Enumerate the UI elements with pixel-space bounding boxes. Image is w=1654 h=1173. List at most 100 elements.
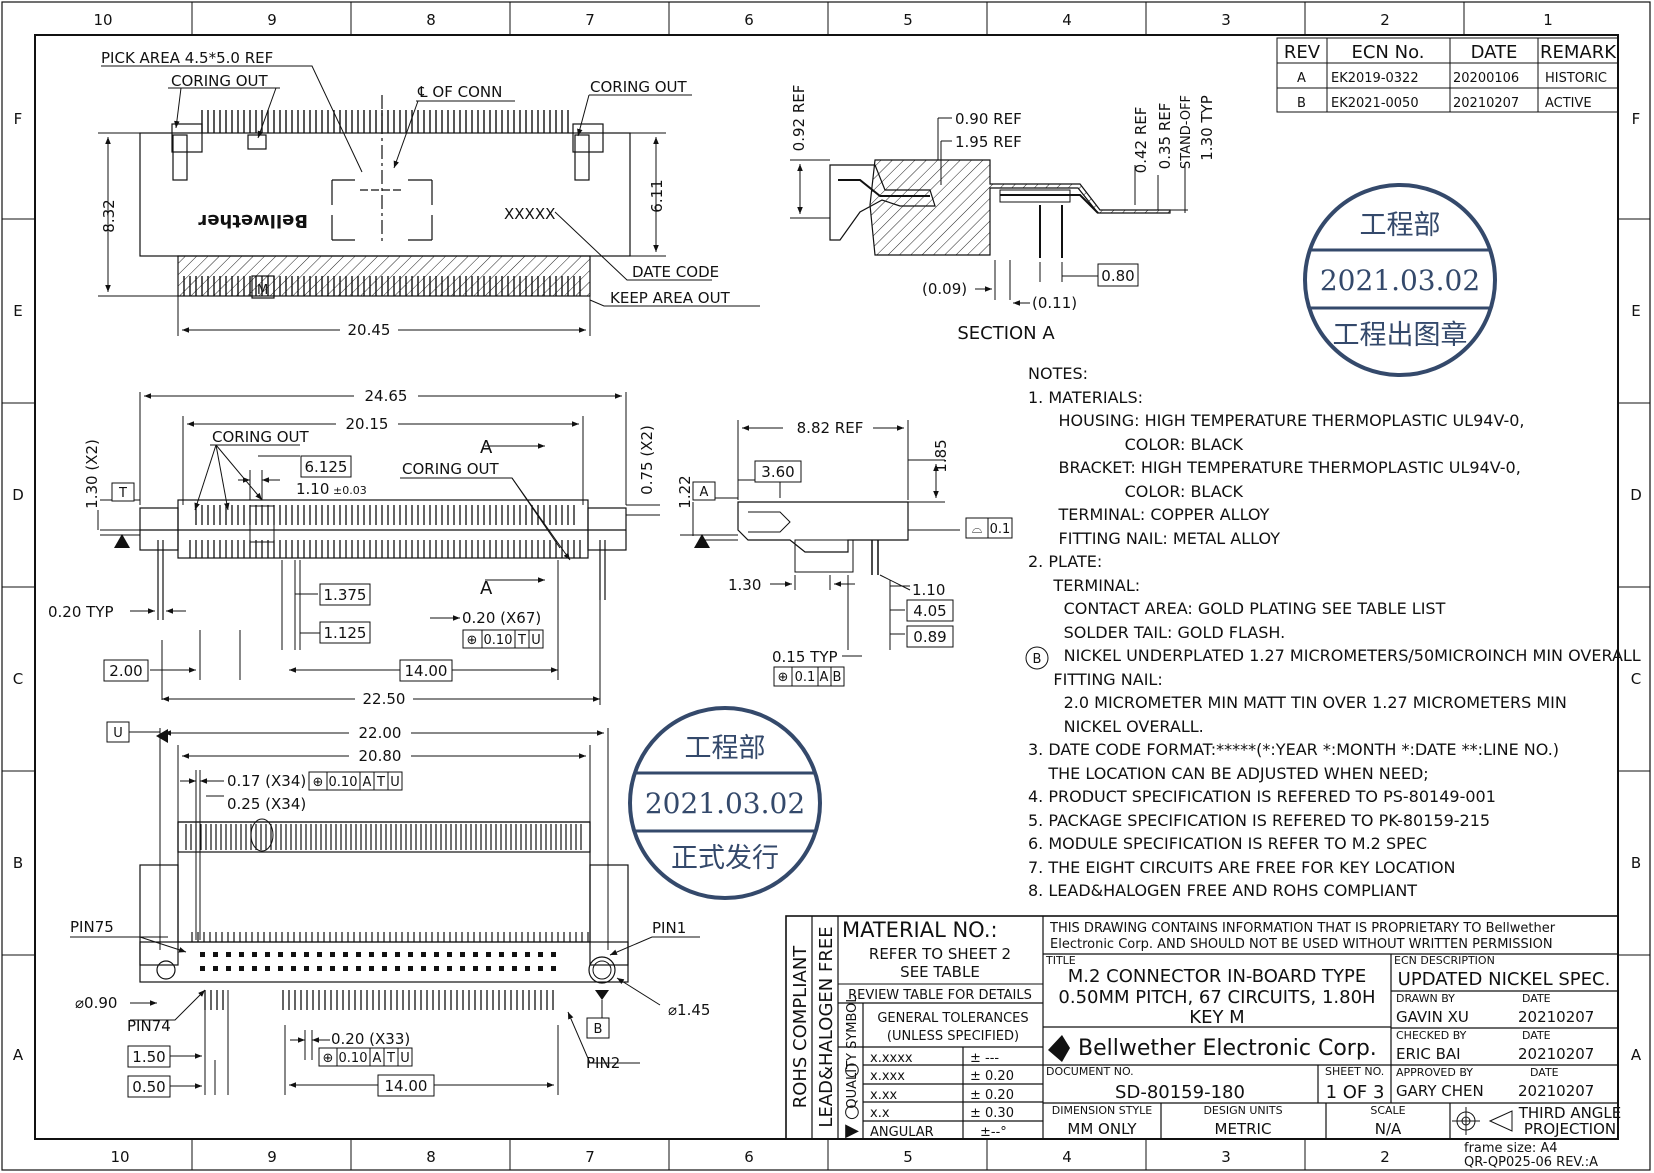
rev-b-marker	[1025, 646, 1049, 670]
solder-pad	[356, 966, 361, 971]
note-line: 7. THE EIGHT CIRCUITS ARE FREE FOR KEY L…	[1028, 857, 1456, 877]
quality-symbols: ○ ○ ▶	[844, 1059, 860, 1141]
dim-195ref: 1.95 REF	[955, 133, 1022, 151]
approved-date-label: DATE	[1530, 1066, 1559, 1079]
doc-no: SD-80159-180	[1115, 1082, 1245, 1103]
dim-style: MM ONLY	[1067, 1120, 1137, 1138]
row-label: D	[12, 486, 24, 504]
checked-by: ERIC BAI	[1396, 1045, 1461, 1063]
pin2-label: PIN2	[586, 1054, 620, 1072]
solder-pad	[512, 966, 517, 971]
note-line: 8. LEAD&HALOGEN FREE AND ROHS COMPLIANT	[1028, 881, 1418, 900]
svg-text:U: U	[400, 1051, 410, 1066]
sheet-no: 1 OF 3	[1326, 1082, 1385, 1103]
solder-pad	[447, 966, 452, 971]
solder-pad	[200, 966, 205, 971]
checked-by-label: CHECKED BY	[1396, 1029, 1467, 1042]
note-line: 2. PLATE:	[1028, 552, 1103, 571]
keep-area-label: KEEP AREA OUT	[610, 289, 731, 307]
note-line: 3. DATE CODE FORMAT:*****(*:YEAR *:MONTH…	[1028, 740, 1560, 759]
col-label: 3	[1221, 11, 1231, 29]
title-line-2: 0.50MM PITCH, 67 CIRCUITS, 1.80H	[1058, 987, 1375, 1008]
solder-pad	[226, 952, 231, 957]
svg-text:工程部: 工程部	[1360, 210, 1441, 241]
stamp-engineering-release: 工程部 2021.03.02 工程出图章	[1303, 183, 1497, 377]
solder-pad	[525, 952, 530, 957]
row-label: C	[1631, 670, 1641, 688]
note-line: SOLDER TAIL: GOLD FLASH.	[1028, 622, 1286, 642]
note-line: 5. PACKAGE SPECIFICATION IS REFERED TO P…	[1028, 810, 1491, 830]
position-fcf: ⊕ 0.1 A B	[773, 666, 845, 687]
housing-outline	[139, 132, 631, 257]
note-line: NOTES:	[1028, 364, 1088, 383]
svg-text:○: ○	[844, 1059, 860, 1080]
row-label: D	[1630, 486, 1642, 504]
dim-020x67: 0.20 (X67)	[462, 609, 541, 627]
solder-pad	[343, 952, 348, 957]
row-label: F	[1632, 110, 1641, 128]
svg-text:U: U	[531, 633, 541, 648]
col-label: 2	[1380, 1148, 1390, 1166]
marking-text: XXXXX	[504, 205, 555, 223]
rev-cell: EK2019-0322	[1331, 71, 1419, 86]
svg-text:⊕: ⊕	[467, 633, 478, 648]
rev-cell: HISTORIC	[1545, 71, 1607, 86]
scale: N/A	[1375, 1120, 1402, 1138]
dim-089: 0.89	[913, 628, 946, 646]
dim-075x2: 0.75 (X2)	[638, 425, 656, 495]
svg-text:T: T	[386, 1051, 395, 1066]
dim-width: 20.45	[348, 321, 391, 339]
note-line: 6. MODULE SPECIFICATION IS REFER TO M.2 …	[1028, 834, 1428, 853]
solder-pad	[499, 966, 504, 971]
title-line-1: M.2 CONNECTOR IN-BOARD TYPE	[1068, 966, 1367, 987]
approved-date: 20210207	[1518, 1082, 1594, 1100]
rev-cell: 20200106	[1453, 71, 1519, 86]
solder-pad	[317, 966, 322, 971]
datum-a: A	[700, 485, 709, 500]
tol-value: ± 0.30	[970, 1106, 1014, 1121]
drawn-date-label: DATE	[1522, 992, 1551, 1005]
note-line: HOUSING: HIGH TEMPERATURE THERMOPLASTIC …	[1028, 411, 1525, 430]
tol-key: ANGULAR	[870, 1125, 934, 1140]
solder-pad	[278, 966, 283, 971]
row-label: E	[13, 302, 22, 320]
col-label: 4	[1062, 1148, 1072, 1166]
approved-by-label: APPROVED BY	[1396, 1066, 1473, 1079]
col-label: 9	[267, 1148, 277, 1166]
row-label: E	[1631, 302, 1640, 320]
projection-line-2: PROJECTION	[1524, 1120, 1616, 1138]
solder-pad	[291, 952, 296, 957]
col-label: 9	[267, 11, 277, 29]
top-pins	[201, 110, 569, 133]
col-label: 8	[426, 1148, 436, 1166]
title-block: ○ ○ ▶ ROHS COMPLIANT LEAD&HALOGEN FREE Q…	[785, 915, 1621, 1170]
drawn-date: 20210207	[1518, 1008, 1594, 1026]
dim-200: 2.00	[109, 662, 142, 680]
svg-text:A: A	[363, 775, 372, 790]
quality-label: QUALITY SYMBOL	[845, 995, 860, 1109]
svg-text:0.10: 0.10	[339, 1051, 368, 1066]
col-label: 5	[903, 1148, 913, 1166]
solder-pad	[460, 952, 465, 957]
solder-pad	[395, 966, 400, 971]
col-label: 3	[1221, 1148, 1231, 1166]
proprietary-line-2: Electronic Corp. AND SHOULD NOT BE USED …	[1050, 937, 1553, 952]
col-label: 2	[1380, 11, 1390, 29]
solder-pad	[473, 952, 478, 957]
flatness-fcf: ⌓ 0.1	[965, 517, 1013, 539]
rev-header: ECN No.	[1351, 42, 1424, 63]
note-line: CONTACT AREA: GOLD PLATING SEE TABLE LIS…	[1028, 599, 1446, 618]
zone-labels: 10 9 8 7 6 5 4 3 2 1 10 9 8 7 6 5 4 3 2 …	[12, 11, 1642, 1166]
col-label: 6	[744, 1148, 754, 1166]
note-line: TERMINAL: COPPER ALLOY	[1028, 505, 1270, 524]
solder-pad	[434, 966, 439, 971]
dim-6125: 6.125	[305, 458, 348, 476]
svg-text:2021.03.02: 2021.03.02	[1320, 264, 1480, 297]
tol-value: ±--°	[980, 1125, 1007, 1140]
bottom-view: U 22.00 20.80 0.17 (X34) ⊕ 0.10 A T U 0.…	[70, 721, 710, 1098]
tol-value: ± 0.20	[970, 1069, 1014, 1084]
dim-1125: 1.125	[324, 624, 367, 642]
dim-009: (0.09)	[922, 280, 967, 298]
dim-080: 0.80	[1101, 267, 1134, 285]
